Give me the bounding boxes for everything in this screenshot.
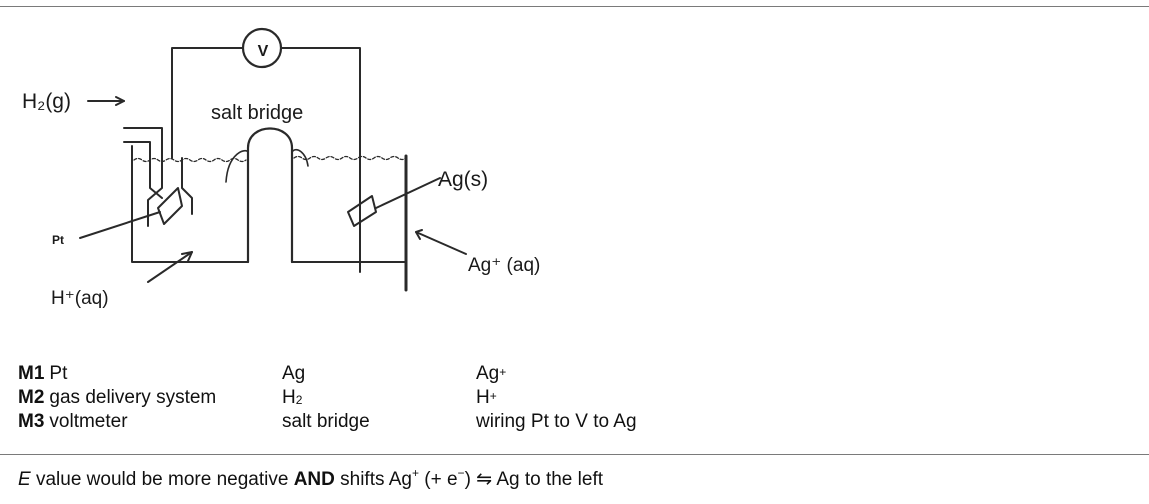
voltmeter — [241, 27, 283, 69]
superscript: + — [489, 389, 497, 403]
mark-cell: Pt — [49, 363, 68, 384]
pt-plate — [157, 187, 183, 225]
h2-tube-outer — [123, 127, 163, 227]
mark-cell: Ag — [282, 363, 306, 384]
top-rule — [0, 6, 1149, 7]
voltmeter-symbol: V — [258, 43, 269, 60]
electrochemical-cell-diagram: V H₂(g) salt bridge Ag(s) Pt Ag⁺ (aq) H⁺… — [22, 27, 540, 309]
pt-label: Pt — [52, 233, 64, 247]
ag-plate — [347, 195, 377, 227]
and-keyword: AND — [293, 469, 335, 490]
liquid-level-left — [133, 157, 247, 163]
superscript: − — [457, 466, 465, 480]
h-aq-pointer — [147, 251, 193, 283]
wire-right — [281, 47, 361, 273]
h2-tube-inner — [123, 141, 163, 199]
salt-bridge-right-arch — [291, 148, 309, 167]
mark-cell: voltmeter — [49, 411, 128, 432]
h2-tube-right — [181, 157, 193, 215]
mark-cell: gas delivery system — [49, 387, 217, 408]
e-symbol: E — [18, 469, 31, 490]
h2-arrow-head — [115, 96, 125, 106]
wire-left — [171, 47, 243, 159]
answer-part: value would be more negative — [30, 469, 294, 490]
answer-text: E value would be more negative AND shift… — [18, 466, 603, 491]
beaker-right — [291, 145, 407, 263]
mark-cell: salt bridge — [282, 411, 370, 432]
superscript: + — [499, 365, 507, 379]
answer-part: (+ e — [418, 469, 458, 490]
subscript: 2 — [295, 393, 303, 407]
h-aq-label: H⁺(aq) — [51, 288, 109, 309]
ag-aq-pointer — [415, 231, 467, 255]
h2-gas-label: H₂(g) — [22, 90, 71, 113]
ag-aq-pointer-head — [415, 229, 423, 240]
mark-cell: Ag — [476, 363, 500, 384]
mark-code: M1 — [18, 363, 45, 384]
mark-code: M3 — [18, 411, 45, 432]
salt-bridge-left-arch — [225, 149, 249, 183]
pt-pointer — [79, 211, 161, 239]
ag-solid-label: Ag(s) — [438, 168, 488, 191]
superscript: + — [411, 466, 419, 480]
mark-cell: H — [476, 387, 490, 408]
salt-bridge-tube — [246, 127, 294, 264]
ag-aq-label: Ag⁺ (aq) — [468, 255, 540, 276]
answer-part: ) ⇋ Ag to the left — [464, 469, 603, 490]
mark-code: M2 — [18, 387, 45, 408]
mark-cell: wiring Pt to V to Ag — [476, 411, 637, 432]
h-aq-pointer-head — [181, 251, 193, 262]
liquid-level-right — [293, 155, 407, 161]
mark-cell: H — [282, 387, 296, 408]
section-divider — [0, 454, 1149, 455]
ag-s-pointer — [375, 177, 441, 209]
answer-part: shifts Ag — [334, 469, 412, 490]
salt-bridge-label: salt bridge — [211, 102, 303, 124]
